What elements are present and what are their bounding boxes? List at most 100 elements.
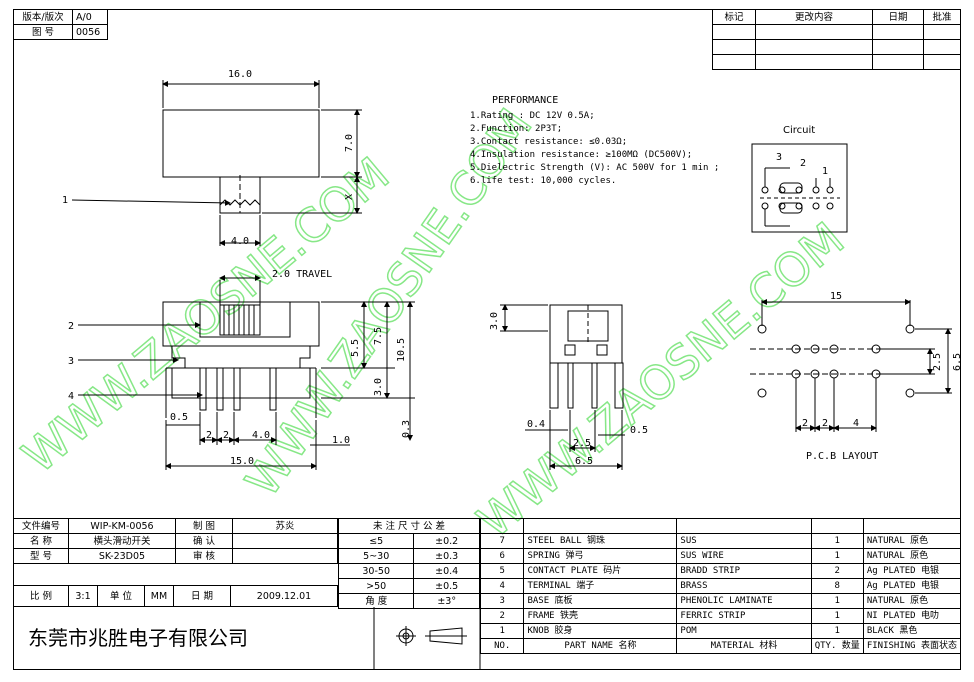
callout-4: 4 (68, 391, 74, 402)
front-view (78, 275, 415, 470)
bom-header-qty: QTY. 数量 (810, 638, 864, 654)
callout-1: 1 (62, 195, 68, 206)
scale-label: 比 例 (13, 585, 69, 607)
dim-front-05: 0.5 (170, 412, 188, 423)
model-label: 型 号 (13, 548, 69, 564)
dim-side-04: 0.4 (527, 419, 545, 430)
performance-line-6: 6.life test: 10,000 cycles. (470, 176, 616, 186)
bom-material: BRADD STRIP (676, 563, 812, 579)
tolerance-title: 未 注 尺 寸 公 差 (338, 518, 480, 534)
front-window (199, 301, 291, 338)
bom-part: KNOB 胶身 (523, 623, 678, 639)
drawn-label: 制 图 (175, 518, 233, 534)
front-pin-b (216, 367, 224, 411)
circuit (751, 143, 848, 233)
bom-finish: BLACK 黑色 (862, 623, 962, 639)
tol-range-2: 5~30 (337, 548, 415, 564)
bom-part: SPRING 弹弓 (523, 548, 678, 564)
bom-qty: 1 (810, 623, 864, 639)
bom-qty: 1 (810, 548, 864, 564)
tolerance-table: 未 注 尺 寸 公 差 ≤5±0.2 5~30±0.3 30-50±0.4 >5… (337, 518, 480, 609)
file-no-label: 文件编号 (13, 518, 69, 534)
name-value: 横头滑动开关 (68, 533, 176, 549)
dim-front-4: 4.0 (252, 430, 270, 441)
drawn-value: 苏炎 (232, 518, 338, 534)
tol-range-3: 30-50 (337, 563, 415, 579)
dim-travel: 2.0 TRAVEL (272, 269, 332, 280)
front-pin-d (269, 367, 277, 411)
dim-7: 7.0 (344, 134, 355, 152)
bom-finish: Ag PLATED 电银 (862, 578, 962, 594)
dim-front-2a: 2 (206, 430, 212, 441)
bom-finish: NATURAL 原色 (862, 533, 962, 549)
tol-value-1: ±0.2 (413, 533, 480, 549)
bom-no: 4 (479, 578, 525, 594)
dim-side-3: 3.0 (489, 312, 500, 330)
dim-pcb-4: 4 (853, 418, 859, 429)
front-base (171, 367, 311, 399)
model-value: SK-23D05 (68, 548, 176, 564)
bom-no: 1 (479, 623, 525, 639)
circuit-label-1: 1 (822, 166, 828, 177)
dim-front-3: 3.0 (373, 378, 384, 396)
dim-front-2b: 2 (223, 430, 229, 441)
bom-finish: NATURAL 原色 (862, 548, 962, 564)
bom-no: 2 (479, 608, 525, 624)
side-view (500, 304, 625, 470)
dim-pcb-15: 15 (830, 291, 842, 302)
side-body (549, 304, 623, 364)
callout-2: 2 (68, 321, 74, 332)
review-label: 审 核 (175, 548, 233, 564)
projection-symbol (396, 626, 467, 646)
bom-qty: 1 (810, 608, 864, 624)
dim-pcb-65: 6.5 (952, 353, 963, 371)
bom-qty: 8 (810, 578, 864, 594)
confirm-label: 确 认 (175, 533, 233, 549)
dim-105: 10.5 (396, 338, 407, 362)
dim-55: 5.5 (350, 339, 361, 357)
performance-line-2: 2.Function: 2P3T; (470, 124, 562, 134)
performance-line-1: 1.Rating : DC 12V 0.5A; (470, 111, 595, 121)
name-label: 名 称 (13, 533, 69, 549)
tol-range-1: ≤5 (337, 533, 415, 549)
bom-finish: Ag PLATED 电银 (862, 563, 962, 579)
bom-material: SUS (676, 533, 812, 549)
circuit-title: Circuit (783, 125, 815, 136)
callout-line-1 (71, 199, 231, 206)
unit-label: 单 位 (97, 585, 145, 607)
bom-finish: NI PLATED 电叻 (862, 608, 962, 624)
tol-value-4: ±0.5 (413, 578, 480, 594)
bom-qty: 2 (810, 563, 864, 579)
circuit-label-3: 3 (776, 152, 782, 163)
bom-material: SUS WIRE (676, 548, 812, 564)
confirm-value (232, 533, 338, 549)
top-body (162, 109, 320, 178)
bom-part: STEEL BALL 钢珠 (523, 533, 678, 549)
performance-title: PERFORMANCE (492, 95, 558, 106)
scale-row: 比 例 3:1 单 位 MM 日 期 2009.12.01 (13, 585, 338, 607)
dim-front-1: 1.0 (332, 435, 350, 446)
bom-qty: 1 (810, 593, 864, 609)
dim-side-65: 6.5 (575, 456, 593, 467)
dim-75: 7.5 (373, 327, 384, 345)
bom-finish: NATURAL 原色 (862, 593, 962, 609)
dim-top-4: 4.0 (231, 236, 249, 247)
performance-line-4: 4.Insulation resistance: ≥100MΩ (DC500V)… (470, 150, 692, 160)
dim-03: 0.3 (401, 420, 412, 438)
top-view (71, 80, 362, 246)
bom-header-no: NO. (479, 638, 525, 654)
tol-range-4: >50 (337, 578, 415, 594)
watermark-2: WWW.ZAOSNE.COM (235, 99, 543, 506)
company-name: 东莞市兆胜电子有限公司 (28, 626, 248, 650)
bom-part: TERMINAL 端子 (523, 578, 678, 594)
drawing-frame (13, 9, 961, 670)
circuit-label-2: 2 (800, 158, 806, 169)
drawing-no-value: 0056 (72, 24, 108, 40)
title-block: 文件编号 WIP-KM-0056 制 图 苏炎 名 称 横头滑动开关 确 认 型… (13, 518, 338, 564)
performance-line-3: 3.Contact resistance: ≤0.03Ω; (470, 137, 627, 147)
